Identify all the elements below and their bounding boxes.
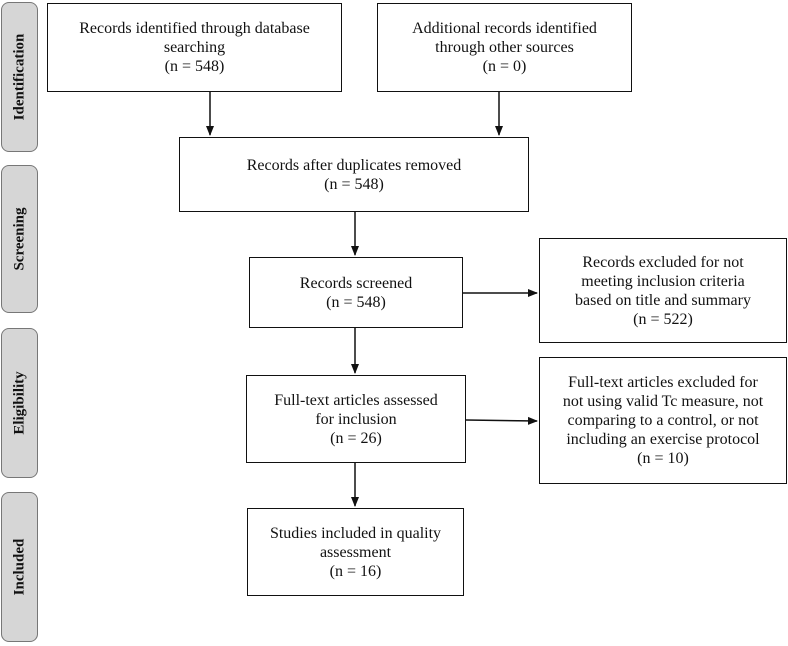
- box-count: (n = 548): [164, 58, 225, 75]
- phase-identification: Identification: [1, 2, 38, 152]
- box-count: (n = 548): [324, 175, 384, 193]
- box-line: Records after duplicates removed: [246, 156, 462, 174]
- phase-screening: Screening: [1, 165, 38, 313]
- box-records-screened: Records screened (n = 548): [249, 257, 463, 328]
- box-line: comparing to a control, or not: [567, 412, 759, 429]
- box-count: (n = 522): [633, 310, 693, 328]
- box-line: Records screened: [299, 274, 413, 292]
- box-count: (n = 0): [482, 58, 527, 75]
- box-fulltext-excluded: Full-text articles excluded for not usin…: [539, 357, 787, 484]
- box-line: Full-text articles assessed: [274, 391, 438, 409]
- box-line: Records excluded for not: [582, 253, 744, 271]
- box-count: (n = 16): [329, 562, 382, 580]
- box-studies-included: Studies included in quality assessment (…: [247, 508, 464, 596]
- box-line: searching: [163, 39, 226, 56]
- box-count: (n = 10): [637, 450, 689, 467]
- arrow-fulltext-to-excluded: [465, 416, 538, 425]
- box-line: assessment: [319, 543, 392, 561]
- box-line: Full-text articles excluded for: [568, 374, 758, 391]
- box-line: through other sources: [435, 39, 574, 56]
- box-count: (n = 26): [330, 429, 382, 447]
- box-line: for inclusion: [315, 410, 397, 428]
- box-database-records: Records identified through database sear…: [47, 3, 342, 92]
- box-line: including an exercise protocol: [566, 431, 760, 448]
- box-duplicates-removed: Records after duplicates removed (n = 54…: [179, 137, 529, 212]
- box-line: Records identified through database: [79, 20, 310, 37]
- box-records-excluded: Records excluded for not meeting inclusi…: [539, 238, 787, 343]
- box-count: (n = 548): [326, 293, 386, 311]
- box-fulltext-assessed: Full-text articles assessed for inclusio…: [246, 375, 466, 463]
- box-other-sources: Additional records identified through ot…: [377, 3, 632, 92]
- phase-included: Included: [1, 492, 38, 642]
- phase-eligibility: Eligibility: [1, 328, 38, 478]
- box-line: based on title and summary: [575, 291, 751, 309]
- box-line: Studies included in quality: [269, 524, 442, 542]
- box-line: not using valid Tc measure, not: [562, 393, 764, 410]
- box-line: meeting inclusion criteria: [581, 272, 745, 290]
- box-line: Additional records identified: [412, 20, 597, 37]
